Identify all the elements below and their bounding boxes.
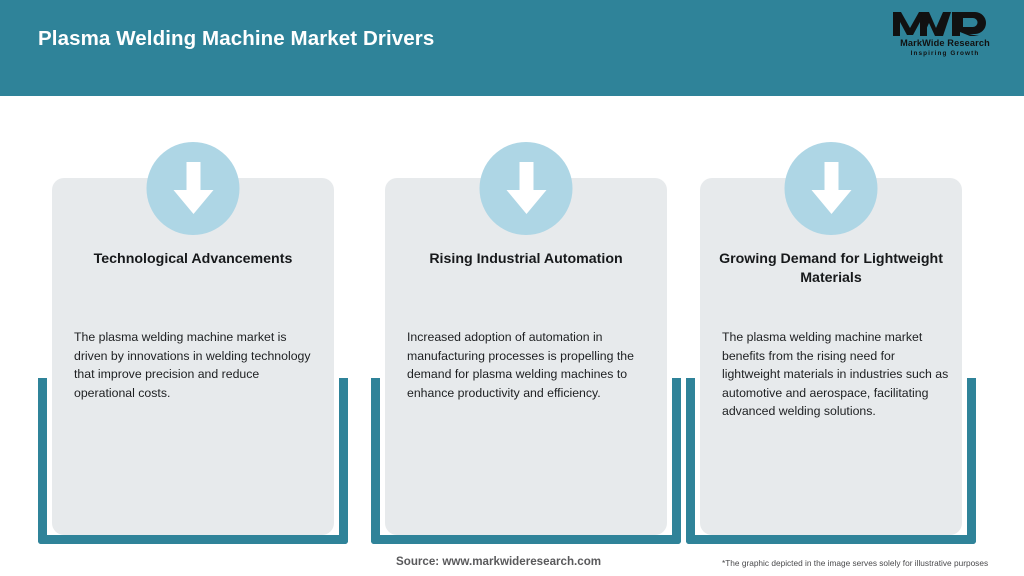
drivers-board: Technological Advancements The plasma we…: [0, 96, 1024, 576]
logo-tagline: Inspiring Growth: [910, 50, 980, 57]
card-body-text: The plasma welding machine market benefi…: [722, 330, 949, 419]
brand-logo: MarkWide Research Inspiring Growth: [884, 8, 1006, 70]
arrow-down-icon: [146, 142, 240, 235]
card-frame: [371, 378, 681, 544]
footer-source: Source: www.markwideresearch.com: [396, 555, 602, 568]
card-title: Technological Advancements: [93, 251, 293, 267]
card-title: Rising Industrial Automation: [429, 251, 623, 267]
driver-card-2[interactable]: Rising Industrial Automation Increased a…: [371, 96, 681, 576]
card-body-text: Increased adoption of automation in manu…: [407, 330, 634, 400]
footer-disclaimer: *The graphic depicted in the image serve…: [722, 558, 989, 568]
arrow-down-icon: [784, 142, 878, 235]
card-surface: Technological Advancements The plasma we…: [52, 178, 334, 535]
driver-card-1[interactable]: Technological Advancements The plasma we…: [38, 96, 348, 576]
arrow-down-icon: [479, 142, 573, 235]
card-frame: [686, 378, 976, 544]
card-surface: Rising Industrial Automation Increased a…: [385, 178, 667, 535]
page-header: Plasma Welding Machine Market Drivers Ma…: [0, 0, 1024, 96]
card-body-text: The plasma welding machine market is dri…: [74, 330, 311, 400]
logo-mark-icon: [884, 8, 1006, 38]
card-title: Growing Demand for Lightweight Materials: [719, 251, 943, 286]
card-surface: Growing Demand for Lightweight Materials…: [700, 178, 962, 535]
driver-card-3[interactable]: Growing Demand for Lightweight Materials…: [686, 96, 976, 576]
page-title: Plasma Welding Machine Market Drivers: [38, 27, 435, 50]
card-frame: [38, 378, 348, 544]
logo-company-name: MarkWide Research: [900, 38, 990, 48]
